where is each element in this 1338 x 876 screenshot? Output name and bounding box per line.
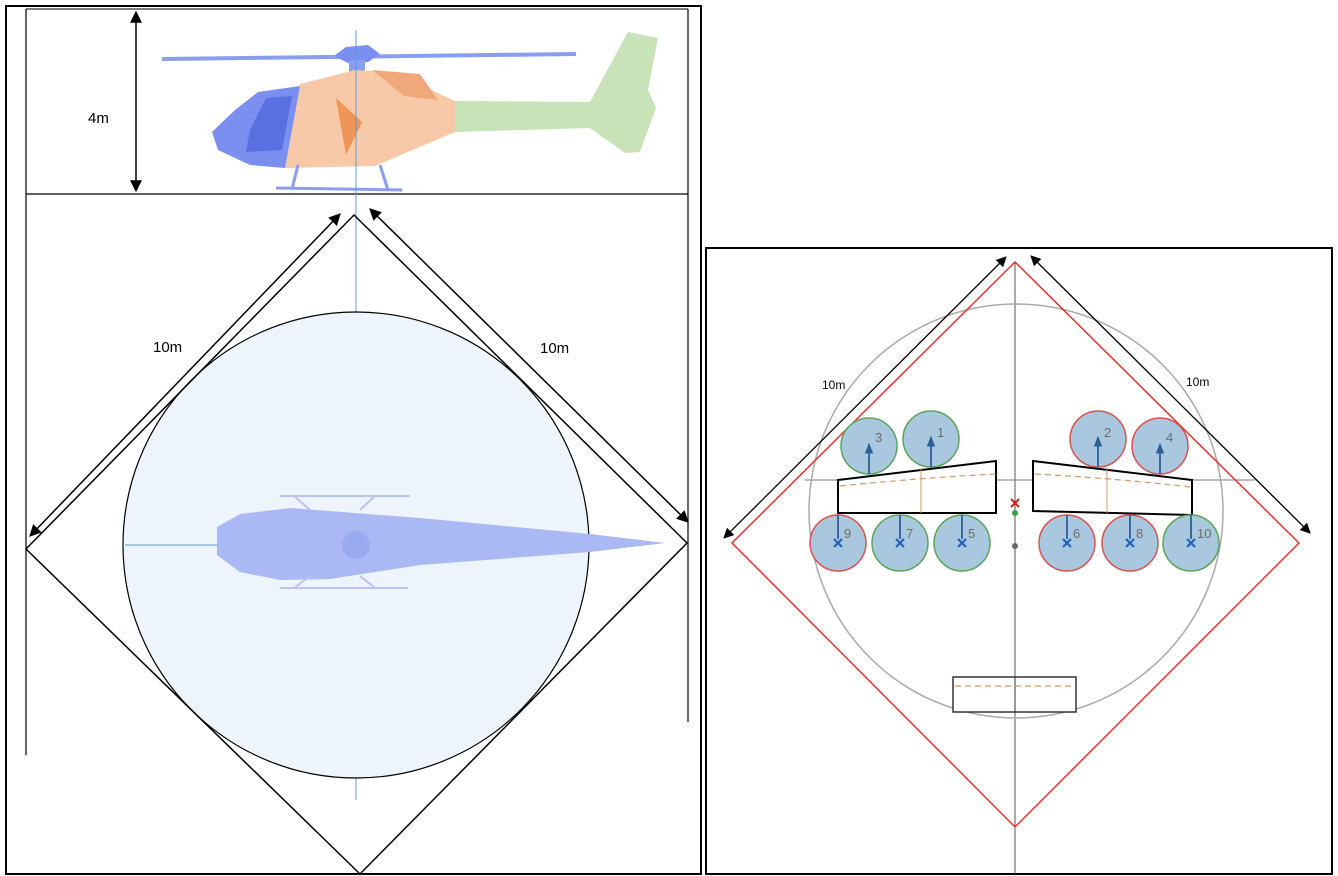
left-side-dimension-arrow bbox=[29, 213, 341, 537]
left-side-label: 10m bbox=[153, 339, 182, 356]
helicopter-side-view bbox=[161, 32, 658, 192]
tail-boom bbox=[455, 32, 658, 153]
top-view-rotor-hub bbox=[342, 531, 370, 559]
svg-text:6: 6 bbox=[1073, 526, 1080, 541]
grey-dot bbox=[1012, 543, 1018, 549]
skid-gear bbox=[275, 164, 403, 192]
right-panel-right-dimension-arrow bbox=[1030, 255, 1311, 534]
rotor-4: 4 bbox=[1131, 417, 1189, 475]
svg-text:3: 3 bbox=[875, 430, 882, 445]
right-panel-frame bbox=[705, 247, 1333, 875]
right-panel-right-label: 10m bbox=[1186, 375, 1209, 389]
rotor-3: 3 bbox=[840, 417, 898, 475]
door-window bbox=[336, 98, 362, 155]
rotor-8: 8 bbox=[1101, 514, 1159, 572]
svg-text:2: 2 bbox=[1104, 425, 1111, 440]
rotor-1: 1 bbox=[902, 410, 960, 468]
cockpit-window bbox=[246, 96, 292, 152]
svg-text:9: 9 bbox=[844, 526, 851, 541]
rotor-hub bbox=[334, 45, 380, 63]
right-side-dimension-arrow bbox=[369, 208, 689, 523]
svg-text:10: 10 bbox=[1197, 526, 1211, 541]
rotor-7: 7 bbox=[871, 514, 929, 572]
rotor-9: 9 bbox=[809, 514, 867, 572]
svg-text:1: 1 bbox=[937, 425, 944, 440]
rotor-2: 2 bbox=[1069, 410, 1127, 468]
right-panel: 1 2 3 4 5 6 bbox=[705, 247, 1333, 875]
left-panel-frame bbox=[5, 5, 702, 875]
svg-text:7: 7 bbox=[906, 526, 913, 541]
right-panel-left-label: 10m bbox=[822, 378, 845, 392]
center-of-gravity-marker bbox=[1010, 498, 1020, 508]
right-panel-left-dimension-arrow bbox=[723, 256, 1007, 539]
right-side-label: 10m bbox=[540, 340, 569, 357]
left-panel: 4m bbox=[5, 5, 702, 876]
rotor-10: 10 bbox=[1162, 514, 1220, 572]
rotor-5: 5 bbox=[933, 514, 991, 572]
svg-text:5: 5 bbox=[968, 526, 975, 541]
rotor-6: 6 bbox=[1038, 514, 1096, 572]
height-label: 4m bbox=[88, 110, 109, 127]
green-dot bbox=[1012, 510, 1018, 516]
fuselage-body bbox=[285, 70, 455, 168]
svg-text:4: 4 bbox=[1166, 430, 1173, 445]
engine-cowl bbox=[372, 70, 438, 100]
svg-text:8: 8 bbox=[1136, 526, 1143, 541]
